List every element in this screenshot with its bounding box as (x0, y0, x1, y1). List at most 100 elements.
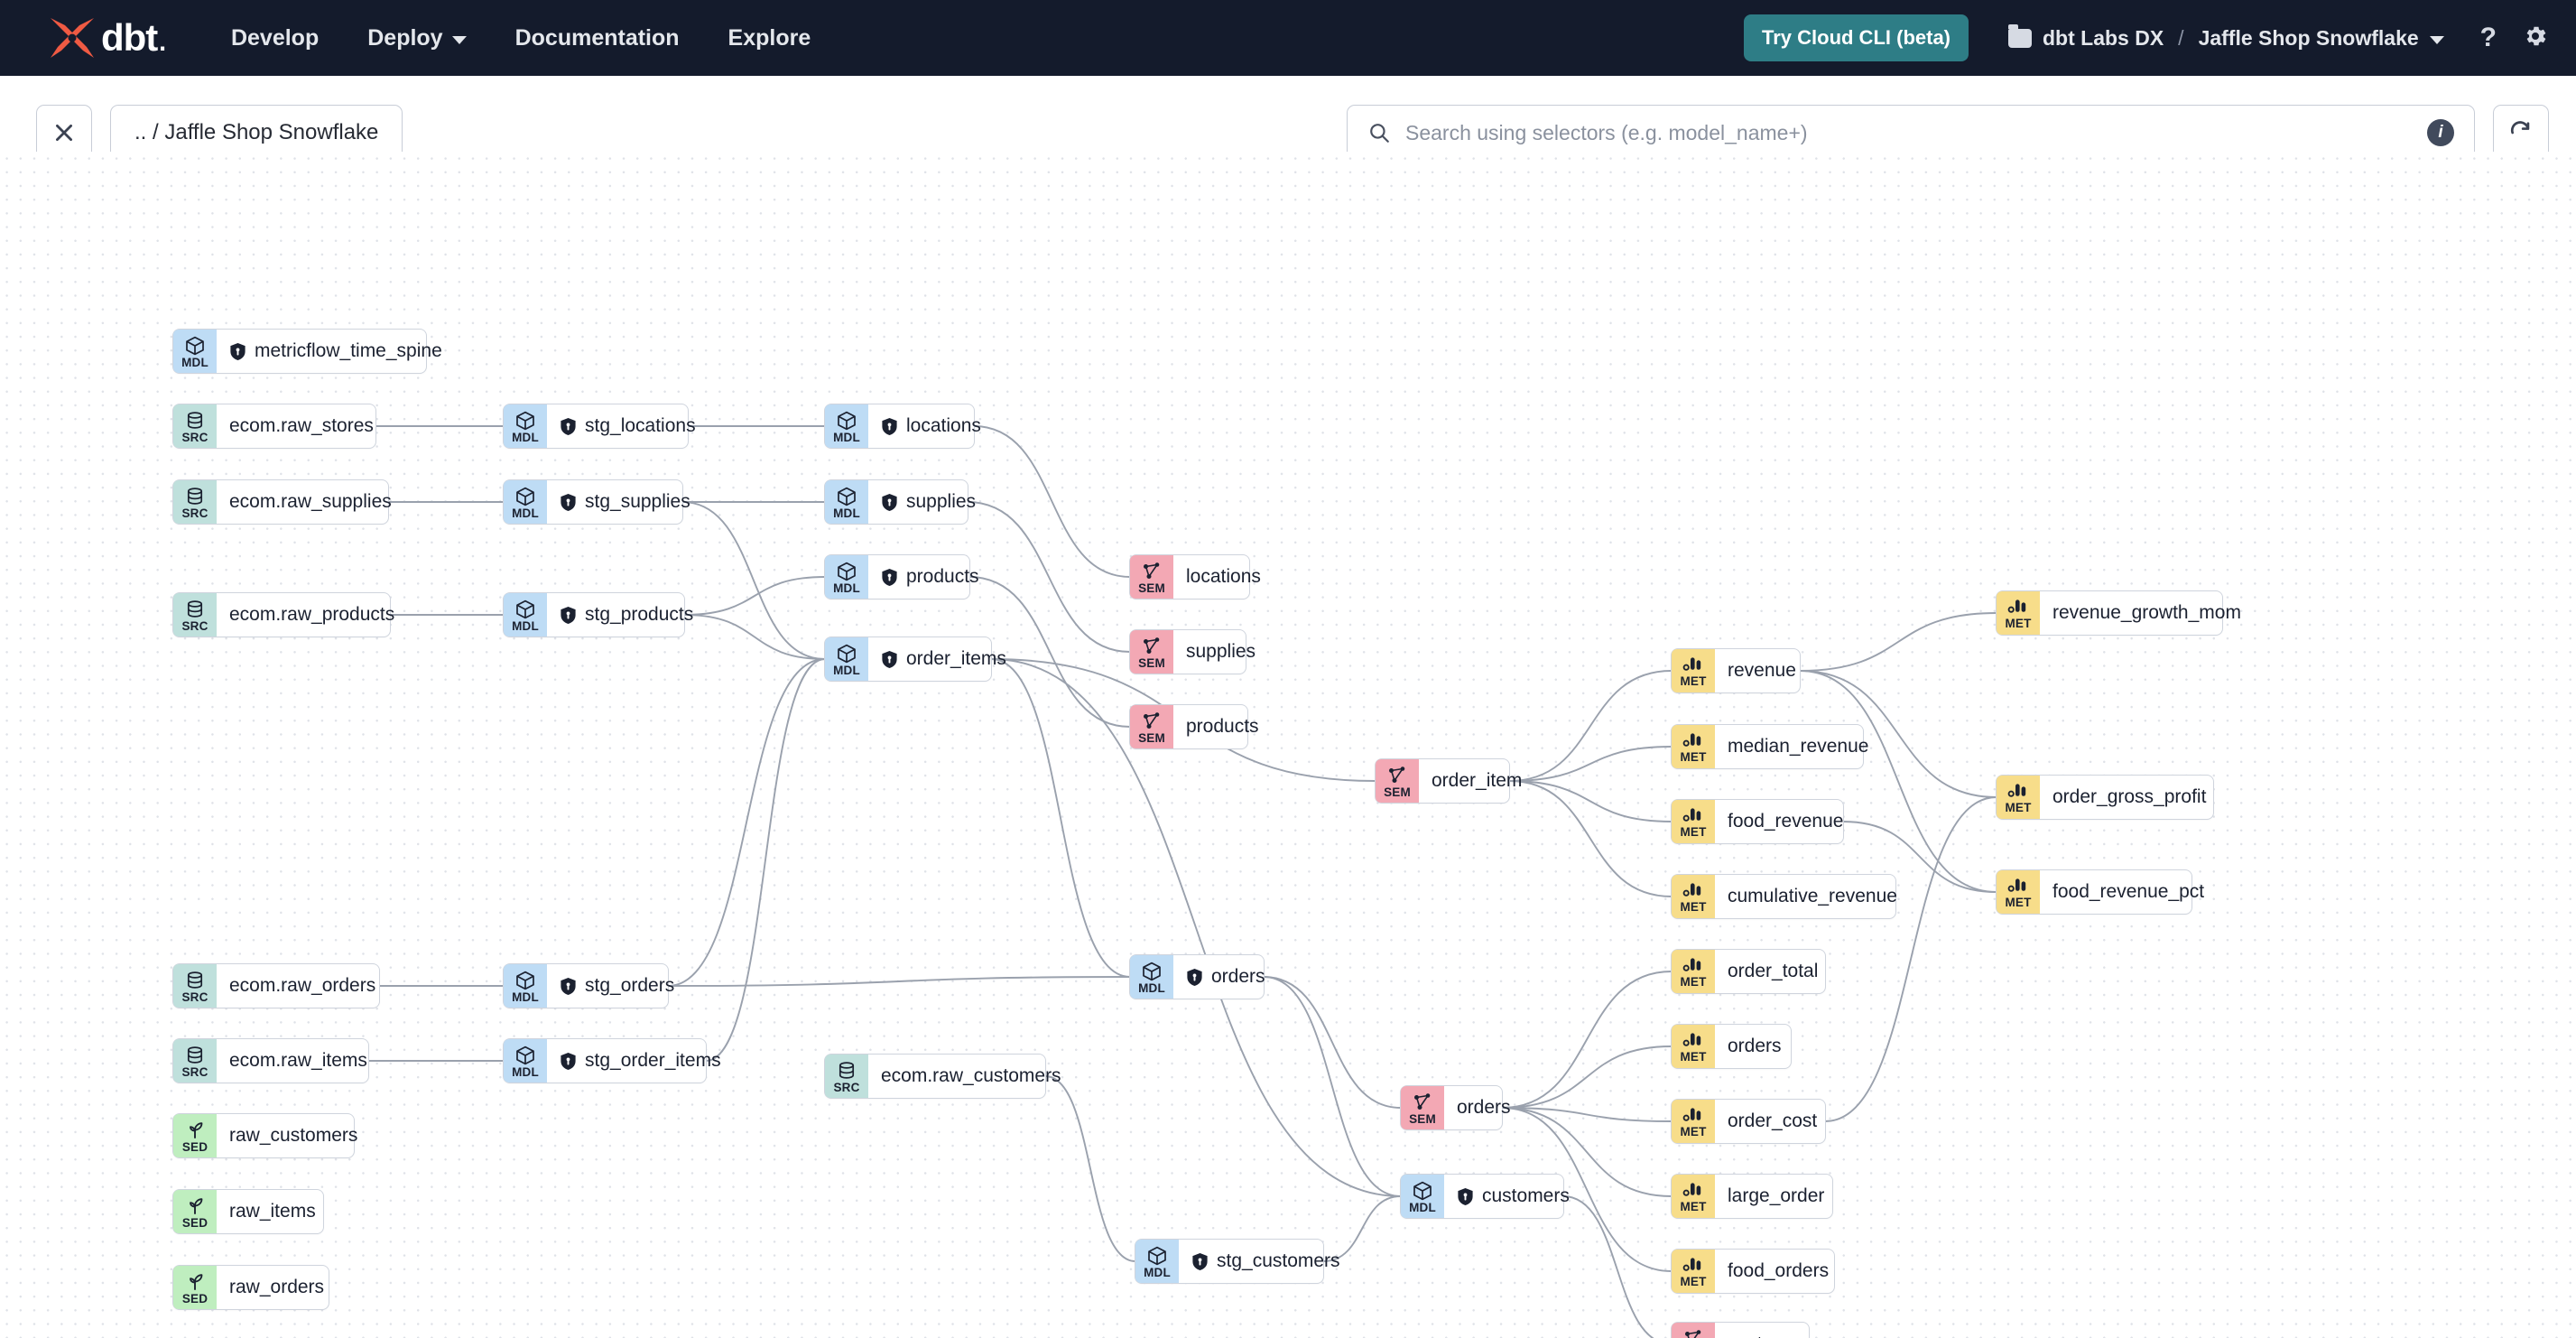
project-chevron-down-icon[interactable] (2429, 35, 2444, 44)
breadcrumb-separator: / (2178, 25, 2184, 50)
nav-link-documentation-label: Documentation (514, 24, 680, 51)
search-input[interactable] (1405, 120, 2413, 145)
node-type-label: SRC (181, 506, 208, 521)
node-type-label: SED (181, 1140, 208, 1155)
node-body: products (1173, 705, 1274, 748)
node-type-label: MDL (833, 506, 860, 521)
graph-node-raw_customers_seed[interactable]: SED raw_customers (173, 1114, 357, 1157)
nav-link-develop[interactable]: Develop (231, 25, 319, 51)
node-body: order_total (1715, 950, 1833, 993)
node-type-label: MET (1680, 900, 1707, 915)
lineage-edge (667, 658, 826, 987)
node-label: raw_customers (229, 1125, 358, 1146)
close-button[interactable] (36, 105, 92, 161)
nav-link-documentation[interactable]: Documentation (515, 25, 680, 51)
node-type-label: SEM (1138, 656, 1165, 671)
node-label: large_order (1728, 1185, 1825, 1206)
search-icon (1370, 124, 1389, 143)
breadcrumb[interactable]: .. / Jaffle Shop Snowflake (110, 105, 403, 161)
try-cloud-cli-button[interactable]: Try Cloud CLI (beta) (1744, 14, 1969, 61)
node-type-label: SEM (1138, 731, 1165, 746)
node-type-badge-sem: SEM (1401, 1086, 1444, 1129)
lineage-edge (990, 658, 1131, 978)
node-body: stg_customers (1179, 1240, 1356, 1283)
node-type-label: SRC (833, 1081, 860, 1095)
dbt-logo[interactable]: dbt . (43, 15, 168, 60)
cube-icon (838, 645, 856, 664)
graph-node-met_median_revenue[interactable]: MET median_revenue (1672, 725, 1868, 768)
shield-icon (561, 977, 576, 995)
node-type-badge-mdl: MDL (825, 637, 868, 681)
node-body: stg_locations (547, 404, 711, 448)
node-body: stg_order_items (547, 1039, 737, 1082)
help-icon[interactable]: ? (2479, 23, 2497, 52)
nav-link-explore[interactable]: Explore (728, 25, 811, 51)
node-type-badge-mdl: MDL (504, 1039, 547, 1082)
node-type-badge-sed: SED (173, 1266, 217, 1309)
refresh-button[interactable] (2493, 105, 2549, 161)
metric-bars-icon (2007, 599, 2026, 614)
node-label: median_revenue (1728, 736, 1869, 757)
node-type-badge-met: MET (1997, 870, 2040, 914)
gear-icon[interactable] (2522, 23, 2549, 54)
search-box[interactable]: i (1347, 105, 2475, 161)
node-type-badge-src: SRC (173, 593, 217, 636)
node-body: ecom.raw_customers (868, 1055, 1077, 1098)
node-body: raw_items (217, 1190, 331, 1233)
node-type-badge-met: MET (1672, 725, 1715, 768)
graph-node-sem_customers[interactable]: SEMcustomers (1672, 1323, 1815, 1338)
node-body: raw_customers (217, 1114, 373, 1157)
node-type-badge-met: MET (1672, 1100, 1715, 1143)
info-icon[interactable]: i (2427, 119, 2454, 146)
node-body: order_items (868, 637, 1022, 681)
node-body: orders (1715, 1025, 1797, 1068)
nav-link-deploy[interactable]: Deploy (367, 25, 467, 51)
node-label: ecom.raw_stores (229, 415, 374, 436)
node-type-label: MET (1680, 674, 1707, 689)
nav-link-explore-label: Explore (727, 24, 811, 51)
metric-bars-icon (2007, 878, 2026, 893)
node-label: metricflow_time_spine (255, 340, 442, 361)
account-project-breadcrumb[interactable]: dbt Labs DX / Jaffle Shop Snowflake (2008, 23, 2444, 51)
lineage-edge (1799, 670, 1997, 798)
node-type-badge-src: SRC (825, 1055, 868, 1098)
